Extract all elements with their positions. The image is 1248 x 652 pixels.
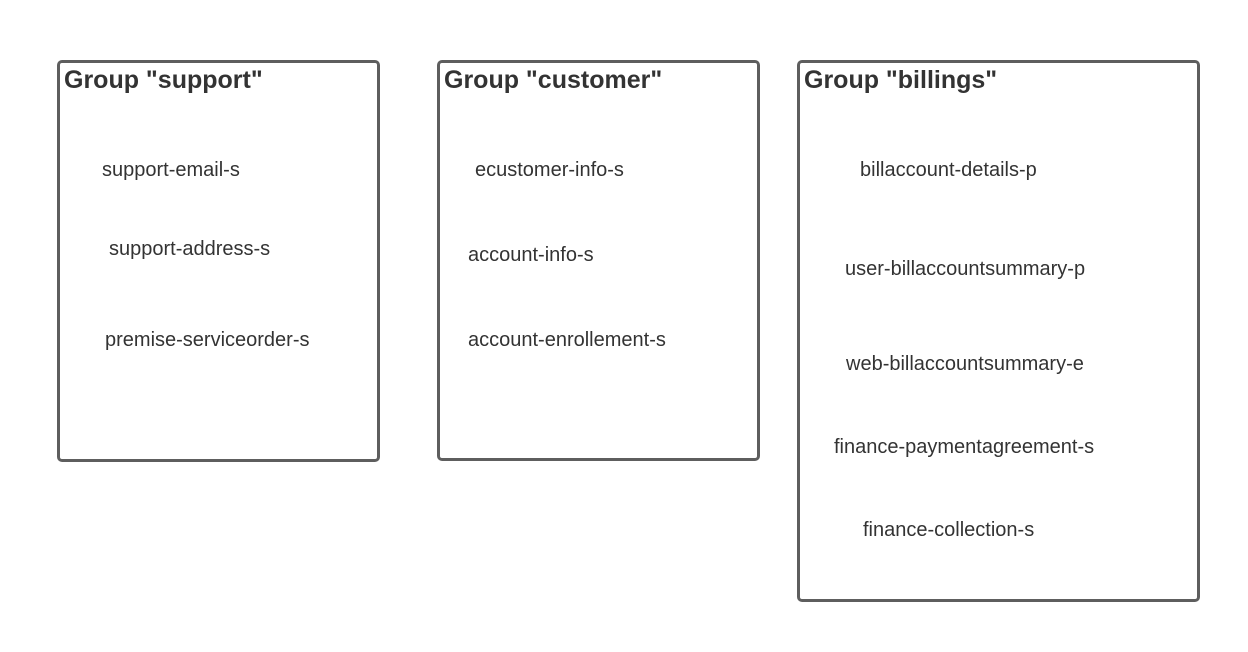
group-customer-container[interactable]: Group "customer" ecustomer-info-s accoun… <box>437 60 760 461</box>
user-billaccountsummary-p-node[interactable]: user-billaccountsummary-p <box>845 258 1086 280</box>
group-support-title: Group "support" <box>64 66 263 94</box>
group-support-container[interactable]: Group "support" support-email-s support-… <box>57 60 380 462</box>
billaccount-details-p-node[interactable]: billaccount-details-p <box>860 159 1037 181</box>
group-customer-title: Group "customer" <box>444 66 663 94</box>
ecustomer-info-s-node[interactable]: ecustomer-info-s <box>475 159 624 181</box>
finance-paymentagreement-s-node[interactable]: finance-paymentagreement-s <box>834 436 1095 458</box>
finance-collection-s-node[interactable]: finance-collection-s <box>863 519 1035 541</box>
premise-serviceorder-s-node[interactable]: premise-serviceorder-s <box>105 329 310 351</box>
account-info-s-node[interactable]: account-info-s <box>468 244 594 266</box>
support-email-s-node[interactable]: support-email-s <box>102 159 240 181</box>
group-billings-container[interactable]: Group "billings" billaccount-details-p u… <box>797 60 1200 602</box>
web-billaccountsummary-e-node[interactable]: web-billaccountsummary-e <box>846 353 1084 375</box>
support-address-s-node[interactable]: support-address-s <box>109 238 271 260</box>
account-enrollement-s-node[interactable]: account-enrollement-s <box>468 329 666 351</box>
group-billings-title: Group "billings" <box>804 66 998 94</box>
